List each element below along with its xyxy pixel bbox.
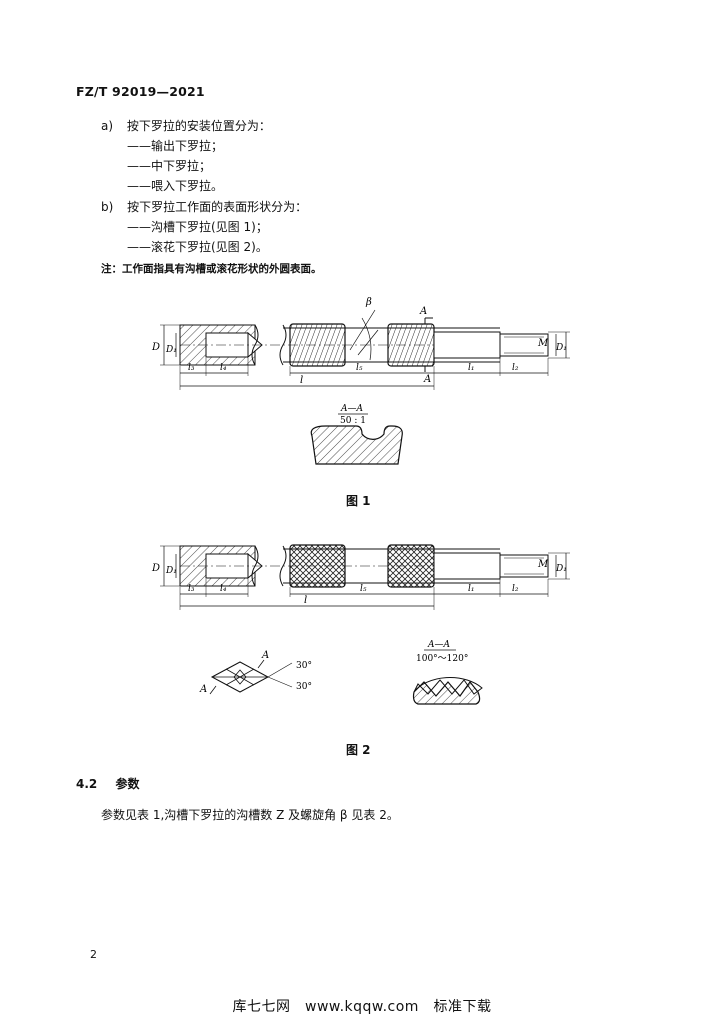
figure-2-caption: 图 2 xyxy=(346,743,371,757)
list-item-a: a) 按下罗拉的安装位置分为： xyxy=(101,118,271,134)
dim-l1: l₁ xyxy=(468,363,475,373)
section-heading: 4.2 参数 xyxy=(76,775,139,792)
list-subitem: ——中下罗拉； xyxy=(127,159,212,173)
list-text-a: 按下罗拉的安装位置分为： xyxy=(126,119,271,133)
detail-angle-2: 30° xyxy=(296,682,312,692)
list-subitem: ——沟槽下罗拉(见图 1)； xyxy=(127,220,268,234)
list-subitem: ——滚花下罗拉(见图 2)。 xyxy=(127,240,268,254)
list-marker-b: b) xyxy=(101,200,114,214)
list-item-b: b) 按下罗拉工作面的表面形状分为： xyxy=(101,199,307,215)
note: 注：工作面指具有沟槽或滚花形状的外圆表面。 xyxy=(101,263,322,275)
page-number: 2 xyxy=(90,948,97,961)
body-paragraph: 参数见表 1,沟槽下罗拉的沟槽数 Z 及螺旋角 β 见表 2。 xyxy=(101,808,399,822)
dim-l1: l₁ xyxy=(468,584,475,594)
section-title: A—A xyxy=(427,640,450,650)
dim-l5: l₅ xyxy=(360,584,367,594)
footer-watermark: 库七七网 www.kqqw.com 标准下载 xyxy=(232,999,492,1015)
label-A-bottom: A xyxy=(423,374,431,385)
dim-D2: D₁ xyxy=(555,564,567,574)
section-title: 参数 xyxy=(115,777,140,791)
detail-A2: A xyxy=(199,684,207,695)
section-angle: 100°～120° xyxy=(416,654,468,664)
figure-2-drawing: D D₁ M D₁ l₃ l₄ l₅ l₁ l₂ l A A 30° 30° A… xyxy=(151,544,570,705)
dim-D: D xyxy=(151,342,160,353)
list-subitem: ——输出下罗拉； xyxy=(127,139,224,153)
dim-l4: l₄ xyxy=(220,584,227,594)
dim-l: l xyxy=(304,595,307,606)
dim-D2: D₁ xyxy=(555,343,567,353)
figure-1-drawing: D D₁ M D₁ β A A l₃ l₄ l₅ l₁ l₂ l A—A 50 … xyxy=(151,297,570,465)
label-beta: β xyxy=(365,297,372,308)
detail-angle-1: 30° xyxy=(296,661,312,671)
dim-D: D xyxy=(151,563,160,574)
list-subitem: ——喂入下罗拉。 xyxy=(127,179,224,193)
section-title: A—A xyxy=(340,404,363,414)
dim-l2: l₂ xyxy=(512,363,519,373)
dim-D1: D₁ xyxy=(165,566,177,576)
section-scale: 50 : 1 xyxy=(340,416,366,426)
label-A-top: A xyxy=(419,306,427,317)
dim-M: M xyxy=(537,338,549,349)
dim-l5: l₅ xyxy=(356,363,363,373)
section-number: 4.2 xyxy=(76,777,98,791)
dim-l4: l₄ xyxy=(220,363,227,373)
dim-D1: D₁ xyxy=(165,345,177,355)
dim-l: l xyxy=(300,375,303,386)
detail-A1: A xyxy=(261,650,269,661)
standard-code: FZ/T 92019—2021 xyxy=(76,84,205,99)
list-text-b: 按下罗拉工作面的表面形状分为： xyxy=(127,200,308,214)
list-marker-a: a) xyxy=(101,119,114,133)
figure-1-caption: 图 1 xyxy=(346,494,371,508)
dim-l2: l₂ xyxy=(512,584,519,594)
dim-l3: l₃ xyxy=(188,584,195,594)
dim-l3: l₃ xyxy=(188,363,195,373)
dim-M: M xyxy=(537,559,549,570)
